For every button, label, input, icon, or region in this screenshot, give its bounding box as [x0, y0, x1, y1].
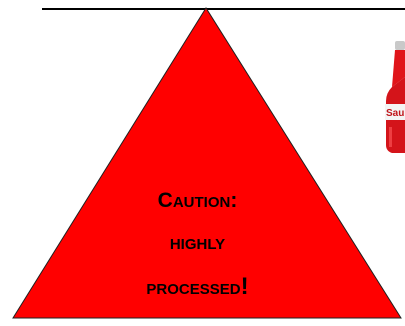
bottle-highlight — [389, 127, 392, 147]
bottle-label-text: Sau — [386, 108, 404, 119]
exclamation-mark: ! — [241, 273, 249, 300]
processed-text: processed! — [0, 273, 400, 301]
warning-triangle-shape — [13, 8, 401, 318]
highly-text: highly — [0, 231, 400, 255]
sauce-bottle-image: Sau — [384, 41, 405, 156]
processed-word: processed — [146, 276, 240, 299]
caution-text: Caution: — [0, 189, 400, 213]
bottle-cap — [395, 41, 405, 50]
